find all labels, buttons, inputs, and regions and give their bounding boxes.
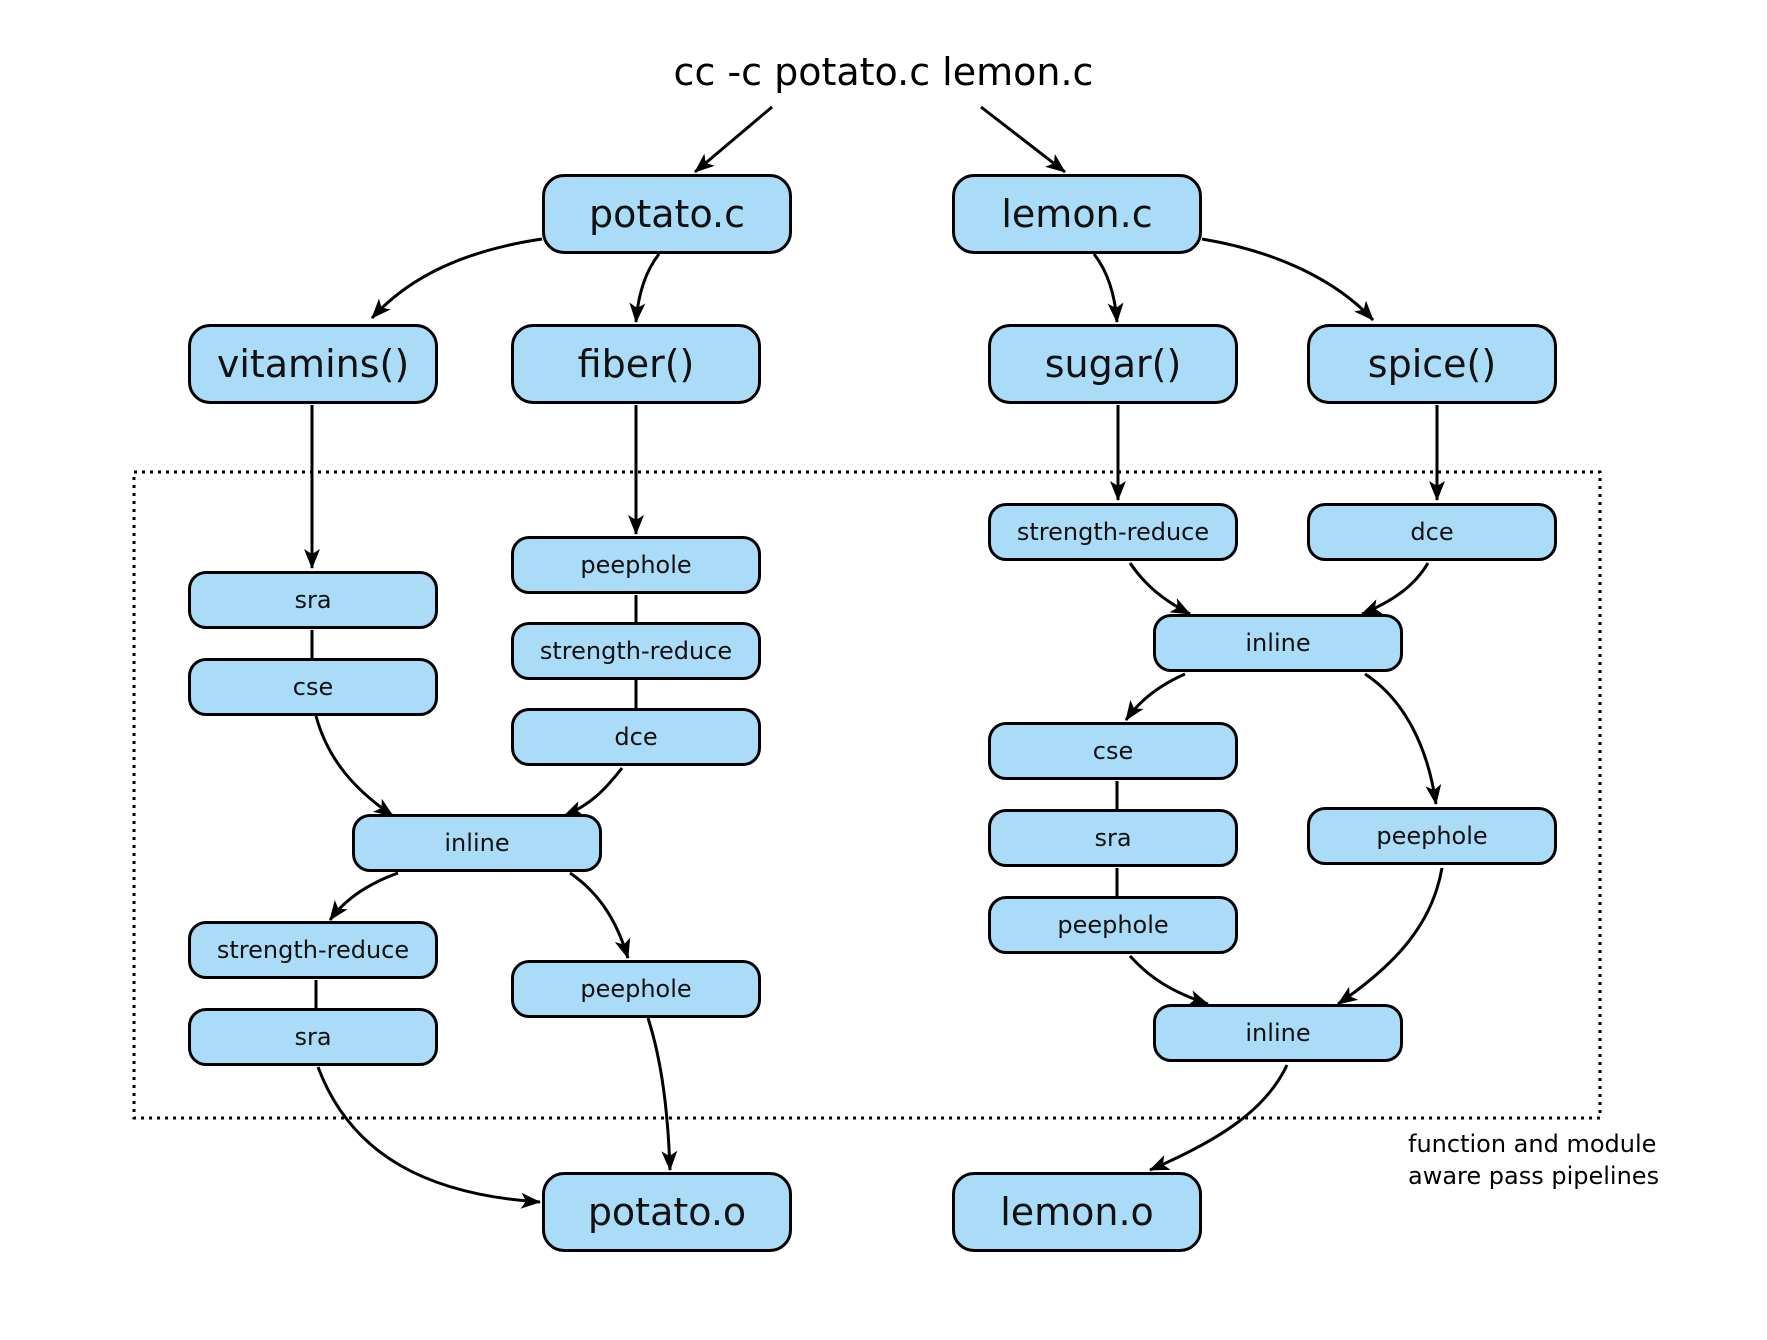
pipeline-caption: function and module aware pass pipelines <box>1408 1128 1659 1192</box>
pass-inline: inline <box>1153 1004 1403 1062</box>
pass-strength-reduce: strength-reduce <box>988 503 1238 561</box>
edge-potato-c-to-fiber <box>629 253 661 323</box>
function-spice: spice() <box>1307 324 1557 404</box>
pass-peephole: peephole <box>988 896 1238 954</box>
pass-sra: sra <box>988 809 1238 867</box>
edge-dce-to-inline <box>563 767 624 818</box>
function-sugar: sugar() <box>988 324 1238 404</box>
pass-peephole: peephole <box>1307 807 1557 865</box>
pass-sra: sra <box>188 571 438 629</box>
pass-sra: sra <box>188 1008 438 1066</box>
caption-line-1: function and module <box>1408 1130 1657 1158</box>
edge-cse-to-inline <box>314 715 394 818</box>
caption-line-2: aware pass pipelines <box>1408 1162 1660 1190</box>
pass-inline: inline <box>1153 614 1403 672</box>
edge-sra-to-potato-o <box>316 1066 541 1209</box>
pass-cse: cse <box>988 722 1238 780</box>
pass-peephole: peephole <box>511 536 761 594</box>
pass-strength-reduce: strength-reduce <box>188 921 438 979</box>
pass-cse: cse <box>188 658 438 716</box>
edge-lemon-c-to-sugar <box>1092 253 1124 323</box>
edge-peephole-to-inline2 <box>1128 954 1209 1006</box>
edge-command-to-potato-c <box>694 105 773 174</box>
edge-inline-to-peephole <box>569 871 631 959</box>
compile-command: cc -c potato.c lemon.c <box>673 50 1094 94</box>
edge-dce-to-inline-lemon <box>1361 562 1430 616</box>
pass-strength-reduce: strength-reduce <box>511 622 761 680</box>
object-lemon-o: lemon.o <box>952 1172 1202 1252</box>
edge-command-to-lemon-c <box>980 105 1066 174</box>
pass-dce: dce <box>1307 503 1557 561</box>
source-potato-c: potato.c <box>542 174 792 254</box>
edge-inline-to-strength-reduce <box>328 871 399 921</box>
edge-inline-to-cse <box>1124 672 1186 721</box>
pass-dce: dce <box>511 708 761 766</box>
pass-peephole: peephole <box>511 960 761 1018</box>
function-vitamins: vitamins() <box>188 324 438 404</box>
edge-lemon-c-to-spice <box>1201 237 1375 322</box>
edge-strength-reduce-to-inline <box>1128 562 1191 616</box>
edge-peephole-to-potato-o <box>646 1017 678 1171</box>
edge-potato-c-to-vitamins <box>370 237 543 320</box>
object-potato-o: potato.o <box>542 1172 792 1252</box>
pass-inline: inline <box>352 814 602 872</box>
edge-inline2-to-lemon-o <box>1149 1064 1289 1172</box>
function-fiber: fiber() <box>511 324 761 404</box>
edge-peephole2-to-inline2 <box>1337 867 1444 1006</box>
source-lemon-c: lemon.c <box>952 174 1202 254</box>
edge-inline-to-peephole-lemon <box>1364 672 1442 805</box>
